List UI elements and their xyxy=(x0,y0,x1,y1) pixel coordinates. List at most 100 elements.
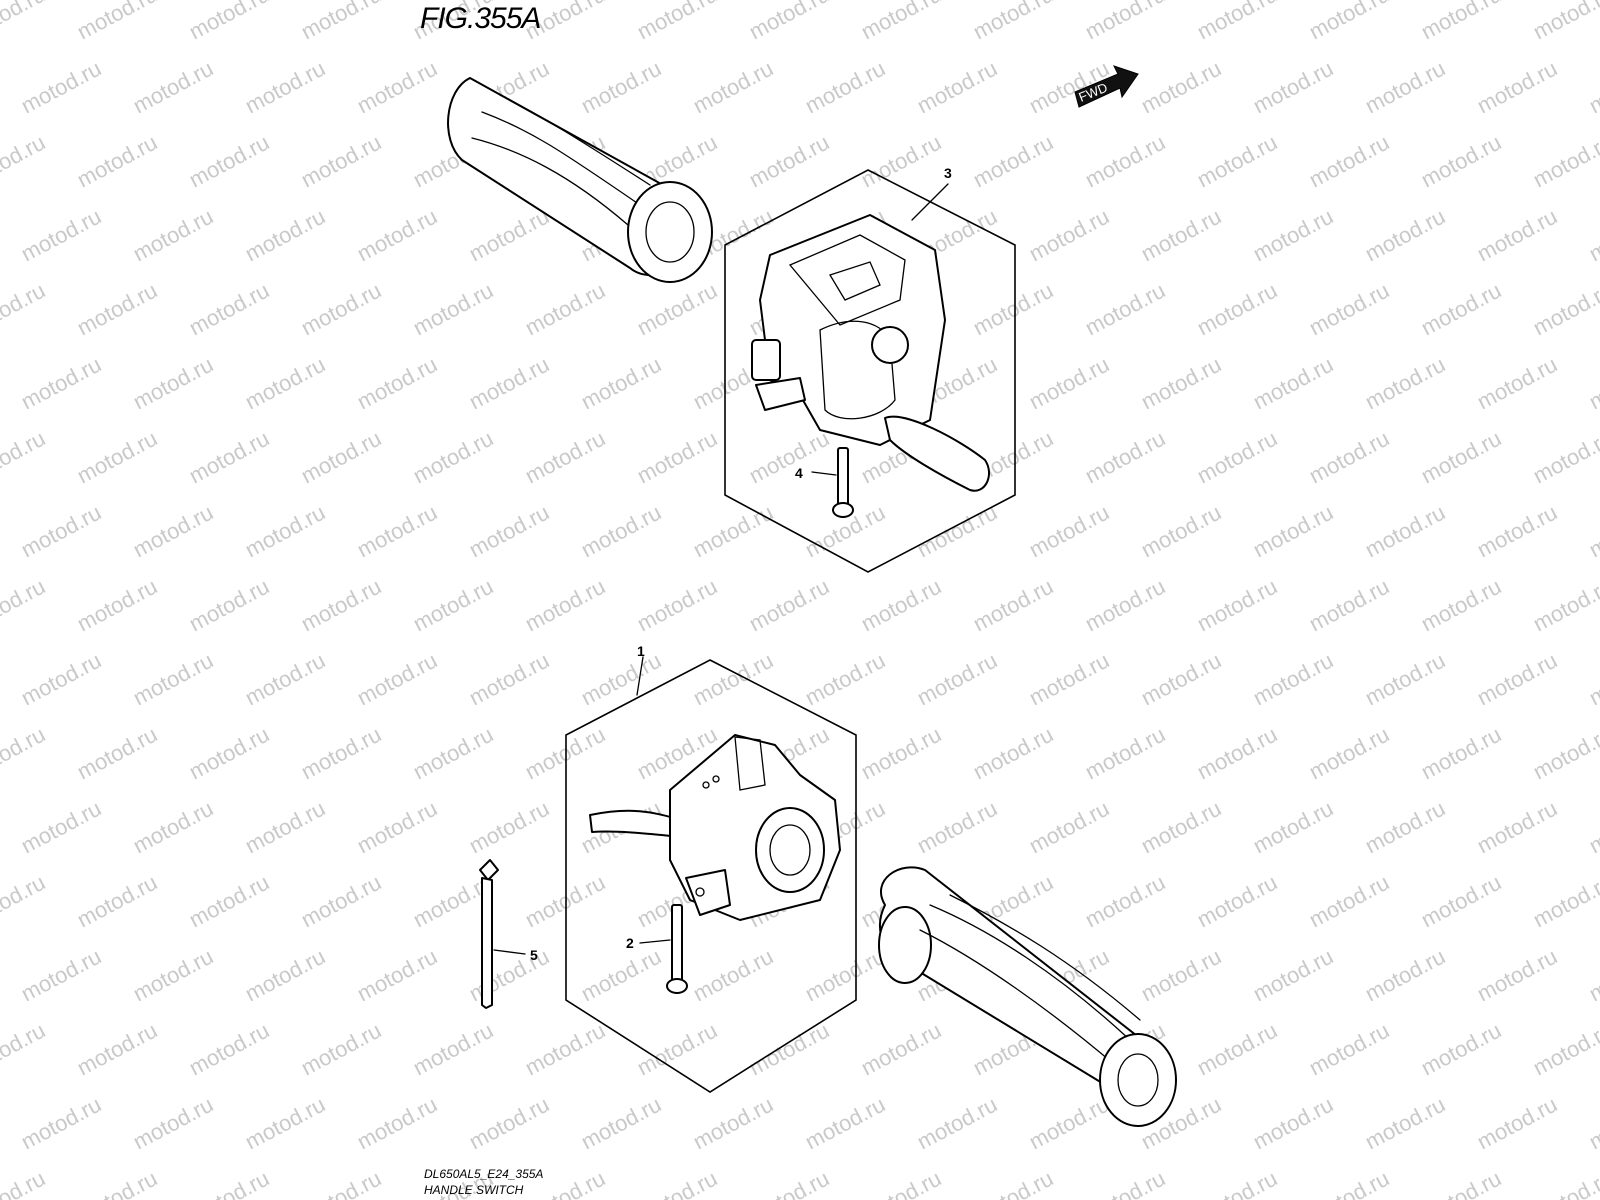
watermark-text-170: motod.ru xyxy=(1081,722,1169,785)
watermark-text-44: motod.ru xyxy=(1305,130,1393,193)
watermark-text-254: motod.ru xyxy=(1585,1092,1600,1155)
watermark-text-148: motod.ru xyxy=(465,648,553,711)
watermark-text-58: motod.ru xyxy=(1137,204,1225,267)
watermark-text-270: motod.ru xyxy=(1529,1166,1600,1200)
watermark-text-266: motod.ru xyxy=(1081,1166,1169,1200)
watermark-text-209: motod.ru xyxy=(129,944,217,1007)
watermark-text-41: motod.ru xyxy=(969,130,1057,193)
watermark-text-78: motod.ru xyxy=(1529,278,1600,341)
watermark-text-203: motod.ru xyxy=(1193,870,1281,933)
watermark-text-190: motod.ru xyxy=(1585,796,1600,859)
watermark-text-242: motod.ru xyxy=(241,1092,329,1155)
watermark-text-52: motod.ru xyxy=(465,204,553,267)
watermark-text-232: motod.ru xyxy=(857,1018,945,1081)
watermark-text-214: motod.ru xyxy=(689,944,777,1007)
watermark-text-57: motod.ru xyxy=(1025,204,1113,267)
watermark-text-137: motod.ru xyxy=(969,574,1057,637)
watermark-text-267: motod.ru xyxy=(1193,1166,1281,1200)
watermark-text-154: motod.ru xyxy=(1137,648,1225,711)
watermark-text-227: motod.ru xyxy=(297,1018,385,1081)
watermark-text-42: motod.ru xyxy=(1081,130,1169,193)
watermark-text-248: motod.ru xyxy=(913,1092,1001,1155)
watermark-text-17: motod.ru xyxy=(129,56,217,119)
watermark-text-85: motod.ru xyxy=(577,352,665,415)
watermark-text-45: motod.ru xyxy=(1417,130,1505,193)
watermark-text-59: motod.ru xyxy=(1249,204,1337,267)
watermark-text-205: motod.ru xyxy=(1417,870,1505,933)
watermark-text-0: motod.ru xyxy=(0,0,49,44)
watermark-text-14: motod.ru xyxy=(1529,0,1600,44)
watermark-text-2: motod.ru xyxy=(185,0,273,44)
watermark-text-67: motod.ru xyxy=(297,278,385,341)
watermark-text-263: motod.ru xyxy=(745,1166,833,1200)
watermark-text-133: motod.ru xyxy=(521,574,609,637)
watermark-text-225: motod.ru xyxy=(73,1018,161,1081)
watermark-text-129: motod.ru xyxy=(73,574,161,637)
watermark-text-43: motod.ru xyxy=(1193,130,1281,193)
watermark-text-219: motod.ru xyxy=(1249,944,1337,1007)
watermark-text-28: motod.ru xyxy=(1361,56,1449,119)
watermark-text-262: motod.ru xyxy=(633,1166,721,1200)
watermark-text-211: motod.ru xyxy=(353,944,441,1007)
watermark-text-91: motod.ru xyxy=(1249,352,1337,415)
watermark-text-130: motod.ru xyxy=(185,574,273,637)
watermark-text-8: motod.ru xyxy=(857,0,945,44)
watermark-text-103: motod.ru xyxy=(745,426,833,489)
watermark-text-204: motod.ru xyxy=(1305,870,1393,933)
watermark-text-156: motod.ru xyxy=(1361,648,1449,711)
watermark-text-124: motod.ru xyxy=(1361,500,1449,563)
watermark-text-12: motod.ru xyxy=(1305,0,1393,44)
watermark-text-115: motod.ru xyxy=(353,500,441,563)
watermark-text-155: motod.ru xyxy=(1249,648,1337,711)
watermark-text-62: motod.ru xyxy=(1585,204,1600,267)
watermark-text-189: motod.ru xyxy=(1473,796,1561,859)
watermark-text-125: motod.ru xyxy=(1473,500,1561,563)
watermark-text-153: motod.ru xyxy=(1025,648,1113,711)
watermark-text-19: motod.ru xyxy=(353,56,441,119)
watermark-text-202: motod.ru xyxy=(1081,870,1169,933)
watermark-text-229: motod.ru xyxy=(521,1018,609,1081)
watermark-text-246: motod.ru xyxy=(689,1092,777,1155)
watermark-text-80: motod.ru xyxy=(17,352,105,415)
watermark-text-126: motod.ru xyxy=(1585,500,1600,563)
watermark-text-228: motod.ru xyxy=(409,1018,497,1081)
watermark-text-257: motod.ru xyxy=(73,1166,161,1200)
watermark-text-27: motod.ru xyxy=(1249,56,1337,119)
watermark-text-213: motod.ru xyxy=(577,944,665,1007)
watermark-text-259: motod.ru xyxy=(297,1166,385,1200)
watermark-text-46: motod.ru xyxy=(1529,130,1600,193)
watermark-text-231: motod.ru xyxy=(745,1018,833,1081)
watermark-text-144: motod.ru xyxy=(17,648,105,711)
watermark-text-21: motod.ru xyxy=(577,56,665,119)
watermark-text-40: motod.ru xyxy=(857,130,945,193)
watermark-text-168: motod.ru xyxy=(857,722,945,785)
watermark-text-237: motod.ru xyxy=(1417,1018,1505,1081)
watermark-text-33: motod.ru xyxy=(73,130,161,193)
watermark-text-145: motod.ru xyxy=(129,648,217,711)
watermark-text-1: motod.ru xyxy=(73,0,161,44)
watermark-text-94: motod.ru xyxy=(1585,352,1600,415)
watermark-text-30: motod.ru xyxy=(1585,56,1600,119)
watermark-text-65: motod.ru xyxy=(73,278,161,341)
watermark-text-69: motod.ru xyxy=(521,278,609,341)
watermark-text-34: motod.ru xyxy=(185,130,273,193)
watermark-text-197: motod.ru xyxy=(521,870,609,933)
left-grip xyxy=(447,77,713,283)
watermark-text-162: motod.ru xyxy=(185,722,273,785)
watermark-text-77: motod.ru xyxy=(1417,278,1505,341)
screw-2 xyxy=(639,904,688,994)
watermark-text-251: motod.ru xyxy=(1249,1092,1337,1155)
watermark-text-195: motod.ru xyxy=(297,870,385,933)
watermark-text-253: motod.ru xyxy=(1473,1092,1561,1155)
watermark-text-128: motod.ru xyxy=(0,574,49,637)
watermark-text-96: motod.ru xyxy=(0,426,49,489)
watermark-text-180: motod.ru xyxy=(465,796,553,859)
watermark-text-177: motod.ru xyxy=(129,796,217,859)
watermark-text-224: motod.ru xyxy=(0,1018,49,1081)
watermark-text-258: motod.ru xyxy=(185,1166,273,1200)
screw-4 xyxy=(811,447,854,518)
watermark-text-135: motod.ru xyxy=(745,574,833,637)
watermark-text-81: motod.ru xyxy=(129,352,217,415)
watermark-text-244: motod.ru xyxy=(465,1092,553,1155)
